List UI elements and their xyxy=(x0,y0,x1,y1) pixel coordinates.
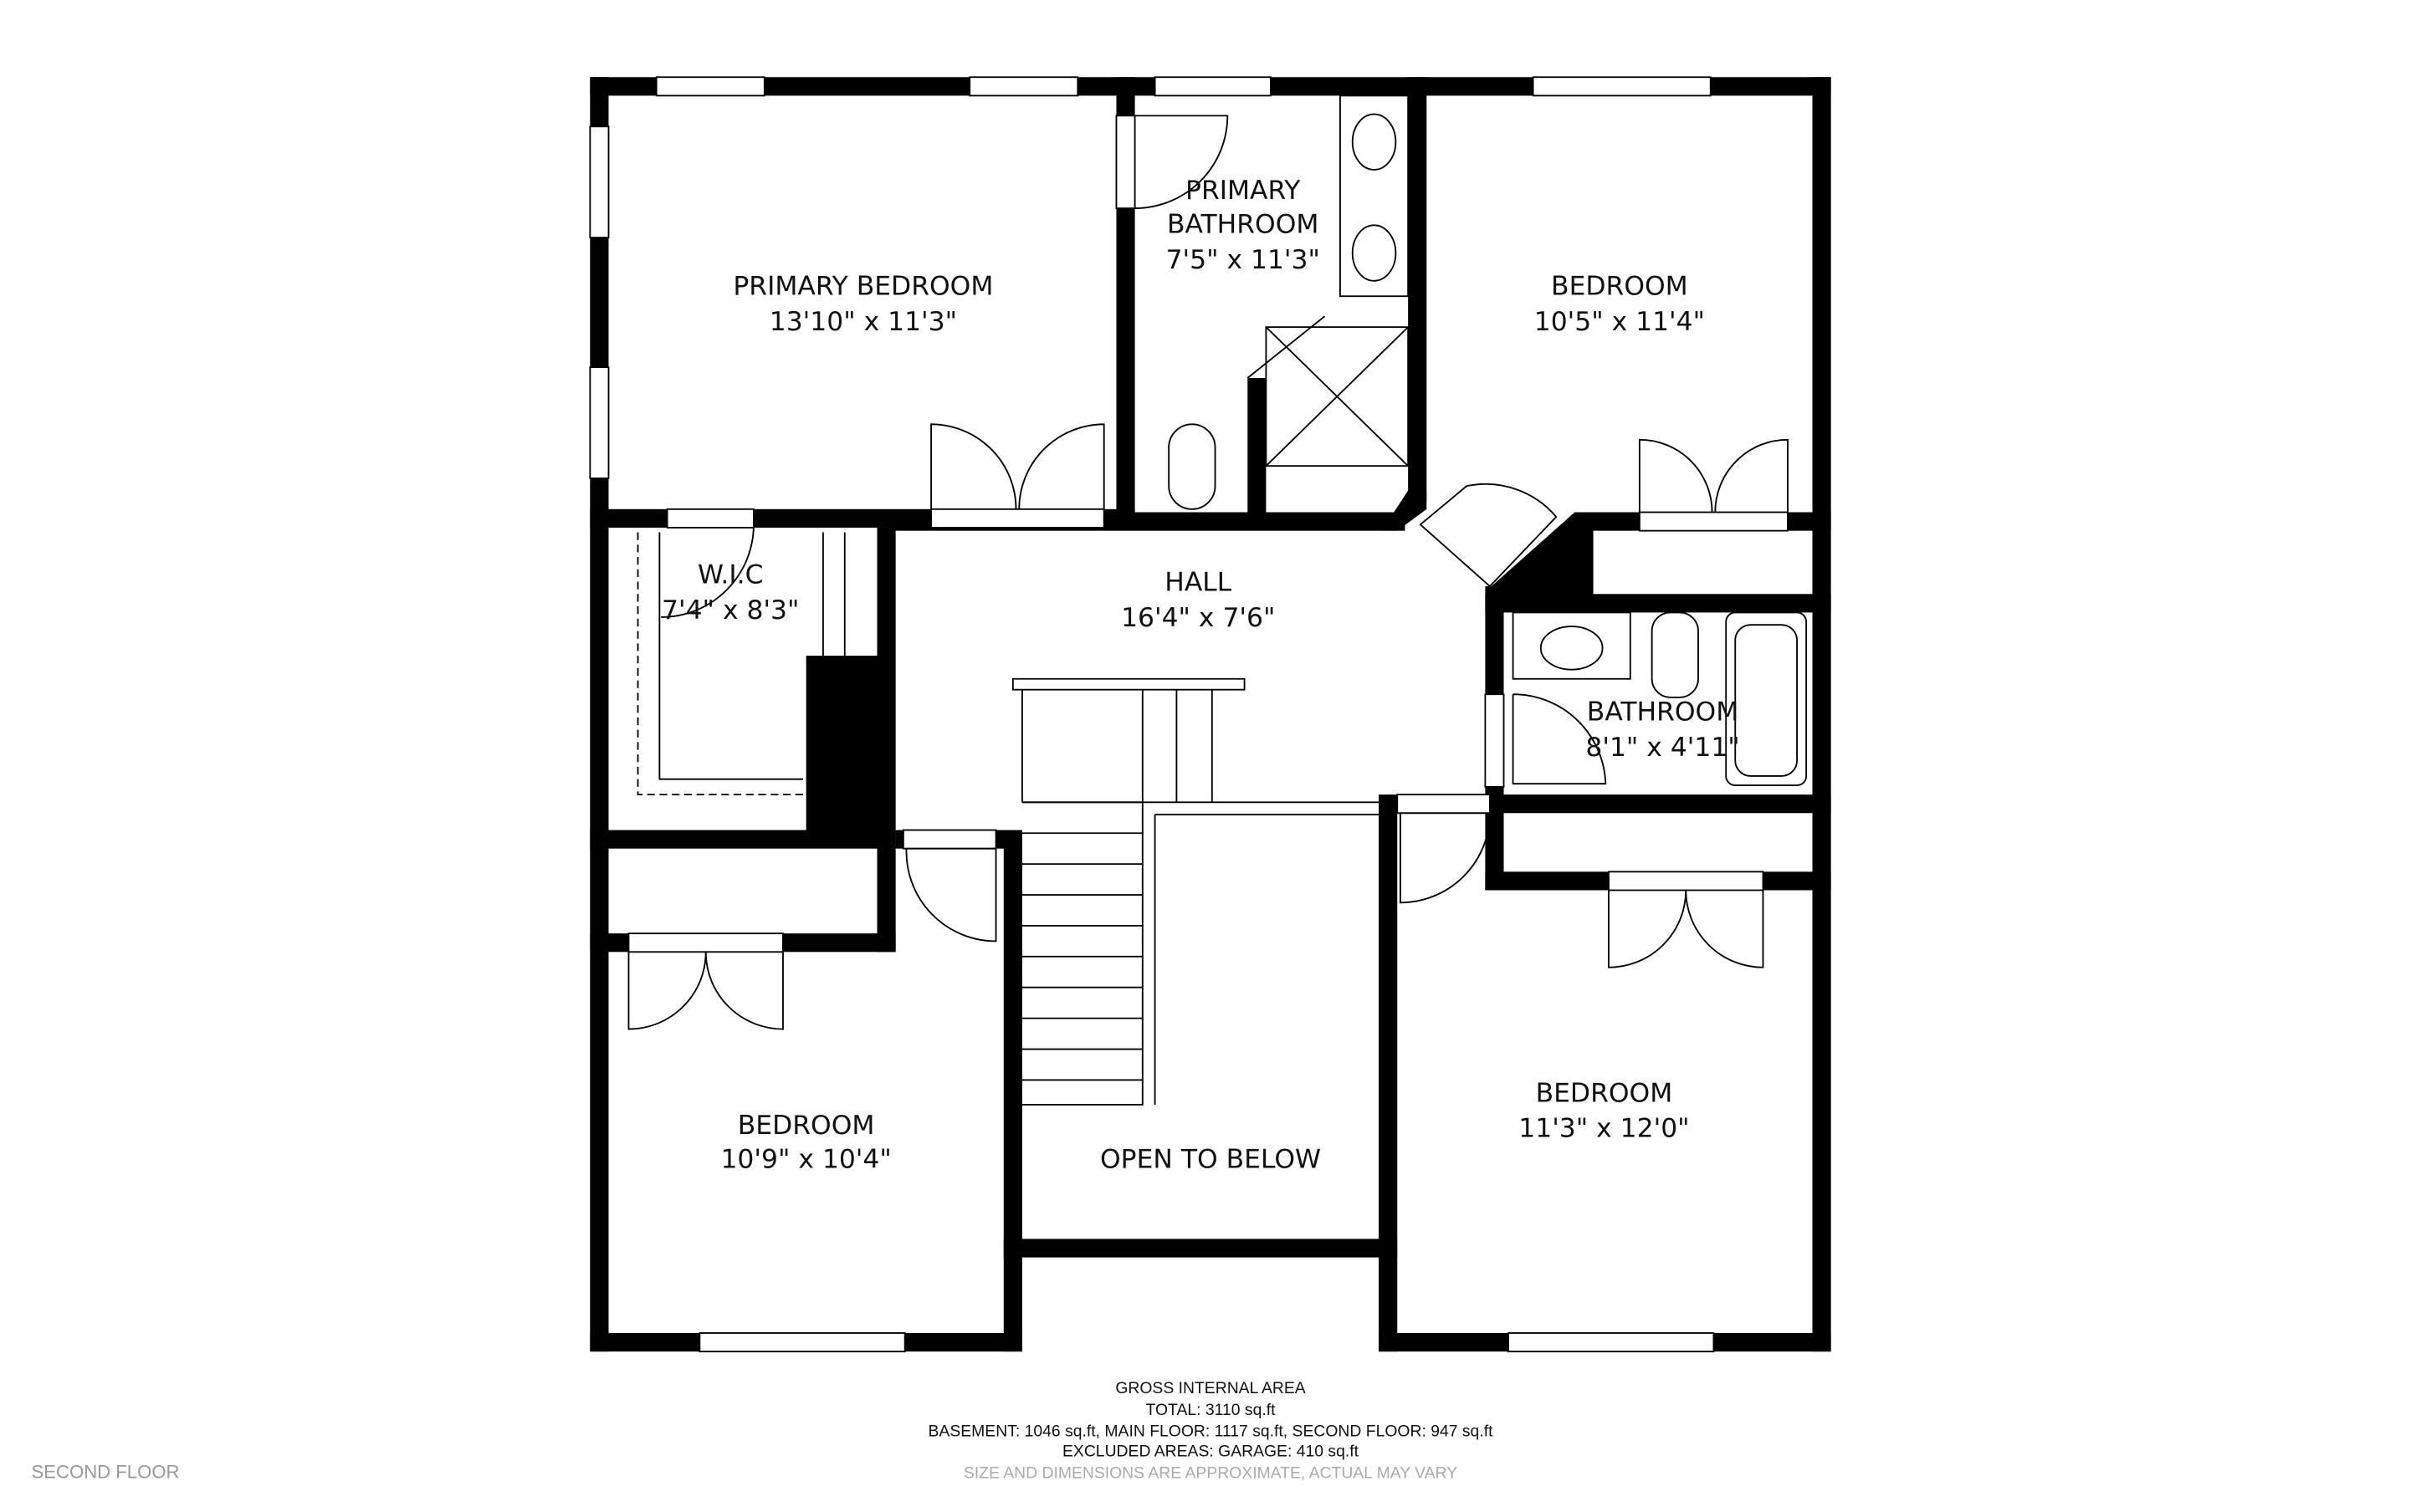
room-size: 16'4" x 7'6" xyxy=(1121,603,1275,633)
area-title: GROSS INTERNAL AREA xyxy=(1115,1379,1305,1397)
room-size: 10'5" x 11'4" xyxy=(1534,307,1705,337)
room-name: BEDROOM xyxy=(1551,271,1688,301)
room-name: BATHROOM xyxy=(1167,210,1318,240)
room-name: W.I.C xyxy=(698,559,764,590)
room-name: BATHROOM xyxy=(1587,697,1738,728)
room-size: 10'9" x 10'4" xyxy=(720,1145,891,1175)
room-primary-bedroom: PRIMARY BEDROOM 13'10" x 11'3" xyxy=(733,271,993,336)
area-breakdown: BASEMENT: 1046 sq.ft, MAIN FLOOR: 1117 s… xyxy=(929,1423,1494,1441)
room-size: 11'3" x 12'0" xyxy=(1518,1114,1689,1144)
room-size: 8'1" x 4'11" xyxy=(1585,733,1739,763)
room-size: 13'10" x 11'3" xyxy=(770,307,957,337)
disclaimer: SIZE AND DIMENSIONS ARE APPROXIMATE, ACT… xyxy=(964,1463,1457,1482)
area-total: TOTAL: 3110 sq.ft xyxy=(1146,1401,1277,1419)
room-wic: W.I.C 7'4" x 8'3" xyxy=(662,559,799,625)
room-size: 7'5" x 11'3" xyxy=(1166,245,1320,275)
room-name: BEDROOM xyxy=(1536,1078,1673,1108)
room-bathroom: BATHROOM 8'1" x 4'11" xyxy=(1585,697,1739,763)
open-to-below-label: OPEN TO BELOW xyxy=(1100,1145,1321,1175)
floor-label: SECOND FLOOR xyxy=(31,1461,179,1482)
doors-and-fixtures xyxy=(627,94,1808,1106)
room-name: PRIMARY xyxy=(1185,176,1301,206)
room-name: PRIMARY BEDROOM xyxy=(733,271,993,301)
room-name: HALL xyxy=(1164,568,1232,598)
room-size: 7'4" x 8'3" xyxy=(662,595,799,626)
room-bedroom-sw: BEDROOM 10'9" x 10'4" xyxy=(720,1111,891,1175)
windows-and-openings xyxy=(589,76,1789,1353)
room-primary-bathroom: PRIMARY BATHROOM 7'5" x 11'3" xyxy=(1166,176,1320,275)
area-excluded: EXCLUDED AREAS: GARAGE: 410 sq.ft xyxy=(1062,1443,1359,1461)
room-name: BEDROOM xyxy=(738,1111,875,1141)
room-hall: HALL 16'4" x 7'6" xyxy=(1121,568,1275,633)
area-summary: GROSS INTERNAL AREA TOTAL: 3110 sq.ft BA… xyxy=(929,1379,1494,1482)
room-bedroom-ne: BEDROOM 10'5" x 11'4" xyxy=(1534,271,1705,336)
room-bedroom-se: BEDROOM 11'3" x 12'0" xyxy=(1518,1078,1689,1143)
